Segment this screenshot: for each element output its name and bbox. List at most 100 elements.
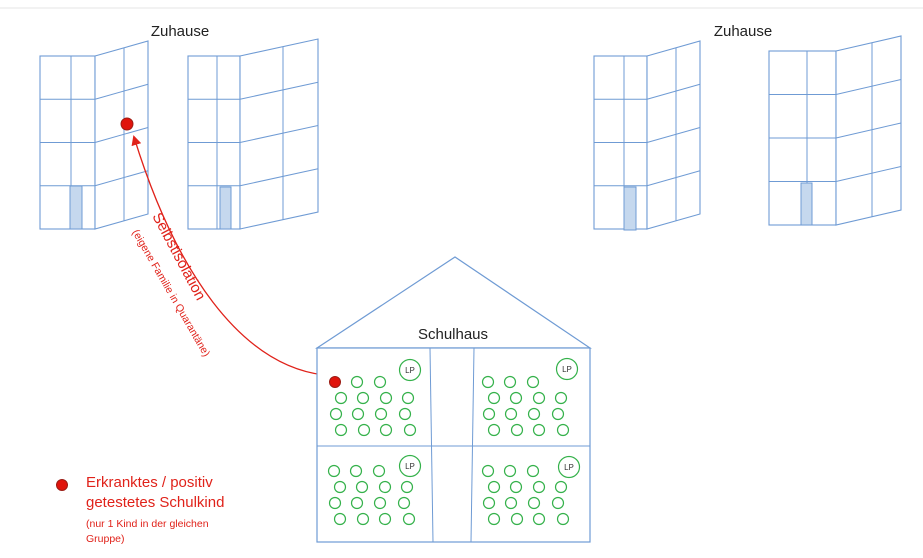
buildings — [39, 35, 902, 231]
classroom-1: LP — [329, 358, 422, 437]
classroom-2: LP — [481, 357, 579, 437]
building-2 — [187, 38, 319, 230]
student-circle — [400, 480, 414, 494]
student-circle — [510, 423, 524, 437]
student-circle — [532, 423, 546, 437]
legend-note-line-1: (nur 1 Kind in der gleichen — [86, 518, 209, 530]
student-circle — [482, 496, 496, 510]
building-side-floor — [835, 79, 902, 95]
student-circle — [551, 496, 565, 510]
self-isolation-arrow — [131, 135, 325, 376]
teacher-label: LP — [405, 366, 415, 375]
student-circle — [526, 464, 540, 478]
student-circle — [327, 464, 341, 478]
teacher-label: LP — [405, 462, 415, 471]
building-side-floor — [646, 83, 701, 100]
student-circle — [374, 407, 388, 421]
home-label-right: Zuhause — [714, 23, 772, 40]
student-circle — [556, 512, 570, 526]
building-side-floor — [239, 168, 319, 187]
student-circle — [482, 407, 496, 421]
student-circle — [481, 464, 495, 478]
student-circle — [503, 464, 517, 478]
building-door — [623, 186, 637, 231]
student-circle — [487, 512, 501, 526]
building-4 — [768, 35, 902, 226]
student-circle — [526, 375, 540, 389]
student-circle — [373, 496, 387, 510]
student-circle — [527, 407, 541, 421]
teacher-circle — [557, 455, 581, 479]
teacher-label: LP — [562, 365, 572, 374]
building-side-floor — [646, 127, 701, 143]
building-side-floor — [646, 170, 701, 187]
student-circle — [328, 496, 342, 510]
student-circle — [397, 496, 411, 510]
legend-note: (nur 1 Kind in der gleichen Gruppe) — [86, 517, 286, 547]
legend-line-1: Erkranktes / positiv — [86, 474, 213, 491]
building-1 — [39, 40, 149, 230]
student-circle — [333, 512, 347, 526]
student-circle — [349, 464, 363, 478]
building-side-floor — [94, 83, 149, 100]
student-circle — [504, 496, 518, 510]
student-circle — [373, 375, 387, 389]
building-side-floor — [835, 122, 902, 139]
building-side-floor — [94, 127, 149, 143]
student-circle — [357, 423, 371, 437]
student-circle — [334, 391, 348, 405]
building-door — [69, 185, 83, 230]
student-circle — [355, 480, 369, 494]
legend-line-2: getestetes Schulkind — [86, 494, 225, 511]
student-circle — [509, 480, 523, 494]
legend-text: Erkranktes / positiv getestetes Schulkin… — [86, 473, 286, 513]
teacher-circle — [398, 454, 422, 478]
student-circle — [398, 407, 412, 421]
student-circle — [532, 480, 546, 494]
student-circle — [350, 496, 364, 510]
student-circle — [551, 407, 565, 421]
student-circle — [481, 375, 495, 389]
school-corridor-right — [470, 347, 475, 543]
classroom-3: LP — [327, 454, 422, 526]
legend-red-dot-icon — [56, 479, 68, 491]
building-3 — [593, 40, 701, 231]
student-circle — [379, 423, 393, 437]
student-circle — [372, 464, 386, 478]
student-circle — [487, 391, 501, 405]
teacher-circle — [398, 358, 422, 382]
school-corridor-left — [429, 347, 434, 543]
student-circle — [351, 407, 365, 421]
student-circle — [487, 423, 501, 437]
student-circle — [532, 391, 546, 405]
student-circle — [554, 480, 568, 494]
student-circle — [403, 423, 417, 437]
student-circle — [329, 407, 343, 421]
schoolhouse: Schulhaus LP LP LP LP — [315, 256, 592, 543]
student-circle — [334, 423, 348, 437]
student-circle — [356, 512, 370, 526]
building-door — [800, 182, 813, 226]
teacher-circle — [555, 357, 579, 381]
legend-note-line-2: Gruppe) — [86, 533, 125, 545]
school-label: Schulhaus — [418, 326, 488, 343]
student-circle — [487, 480, 501, 494]
building-side-floor — [94, 170, 149, 187]
classroom-4: LP — [481, 455, 581, 526]
student-circle — [504, 407, 518, 421]
teacher-label: LP — [564, 463, 574, 472]
building-side-floor — [239, 81, 319, 100]
building-side-floor — [239, 125, 319, 143]
student-circle — [356, 391, 370, 405]
student-circle — [556, 423, 570, 437]
student-circle — [532, 512, 546, 526]
student-circle — [510, 512, 524, 526]
isolated-child-dot — [120, 117, 134, 131]
student-circle — [503, 375, 517, 389]
home-label-left: Zuhause — [151, 23, 209, 40]
student-circle — [509, 391, 523, 405]
building-side-floor — [835, 166, 902, 182]
student-circle — [378, 512, 392, 526]
student-circle — [554, 391, 568, 405]
